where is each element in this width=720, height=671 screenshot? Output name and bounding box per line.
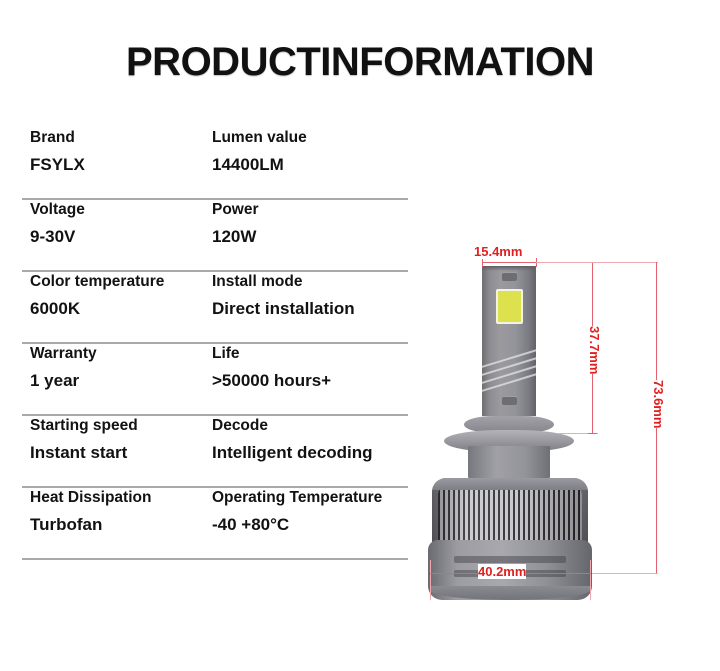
page-title: PRODUCTINFORMATION [126,40,595,84]
spec-cell-decode: Decode Intelligent decoding [212,416,412,464]
dim-extension-line [590,560,591,600]
spec-value: 6000K [30,299,81,319]
spec-cell-power: Power 120W [212,200,412,248]
dim-extension-line [536,262,658,263]
spec-cell-life: Life >50000 hours+ [212,344,412,392]
spec-value: >50000 hours+ [212,371,332,391]
vent-screw-icon [502,396,517,405]
spec-label: Starting speed [30,417,138,434]
spec-cell-warranty: Warranty 1 year [30,344,210,392]
table-row: Brand FSYLX Lumen value 14400LM [22,128,408,200]
spec-label: Operating Temperature [212,489,383,506]
spec-label: Voltage [30,201,85,218]
spec-cell-lumen-value: Lumen value 14400LM [212,128,412,176]
spec-label: Brand [30,129,75,146]
spec-cell-install-mode: Install mode Direct installation [212,272,412,320]
table-row: Voltage 9-30V Power 120W [22,200,408,272]
vent-screw-icon [502,272,517,281]
dimension-label-upper-height: 37.7mm [587,326,602,375]
table-row: Color temperature 6000K Install mode Dir… [22,272,408,344]
spec-value: Direct installation [212,299,355,319]
spec-cell-brand: Brand FSYLX [30,128,210,176]
dim-tick [588,433,597,434]
product-figure: 15.4mm 37.7mm 73.6mm 40.2mm [420,240,720,610]
dim-tick [482,258,483,267]
spec-label: Decode [212,417,268,434]
bulb-upper-body [482,266,536,416]
spec-value: -40 +80°C [212,515,290,535]
spec-value: Instant start [30,443,128,463]
spec-value: 14400LM [212,155,284,175]
spec-label: Power [212,201,259,218]
led-cob-chip [496,289,523,324]
spec-value: 120W [212,227,257,247]
led-bulb-image [420,240,620,600]
dim-extension-line [430,560,431,600]
bulb-flange-neck [468,446,550,482]
dim-extension-line [592,573,658,574]
spec-cell-starting-speed: Starting speed Instant start [30,416,210,464]
spec-label: Life [212,345,240,362]
spec-value: Turbofan [30,515,103,535]
heatsink-fins [432,478,588,550]
spec-cell-color-temperature: Color temperature 6000K [30,272,210,320]
spec-cell-heat-dissipation: Heat Dissipation Turbofan [30,488,210,536]
spec-cell-operating-temperature: Operating Temperature -40 +80°C [212,488,412,536]
body-hatch-lines [482,348,536,394]
spec-label: Warranty [30,345,97,362]
spec-value: Intelligent decoding [212,443,373,463]
spec-cell-voltage: Voltage 9-30V [30,200,210,248]
dimension-label-top-width: 15.4mm [474,244,523,259]
bulb-flange-upper [464,416,554,433]
spec-label: Install mode [212,273,303,290]
specification-table: Brand FSYLX Lumen value 14400LM Voltage … [22,128,408,560]
spec-label: Color temperature [30,273,165,290]
dimension-label-base-width: 40.2mm [478,564,527,579]
spec-label: Heat Dissipation [30,489,152,506]
table-row: Starting speed Instant start Decode Inte… [22,416,408,488]
dimension-label-total-height: 73.6mm [651,380,666,429]
spec-value: 9-30V [30,227,76,247]
dim-extension-line [558,433,598,434]
spec-value: FSYLX [30,155,85,175]
table-row: Warranty 1 year Life >50000 hours+ [22,344,408,416]
spec-value: 1 year [30,371,80,391]
table-row: Heat Dissipation Turbofan Operating Temp… [22,488,408,560]
dim-line-top-width [482,262,536,263]
spec-label: Lumen value [212,129,307,146]
